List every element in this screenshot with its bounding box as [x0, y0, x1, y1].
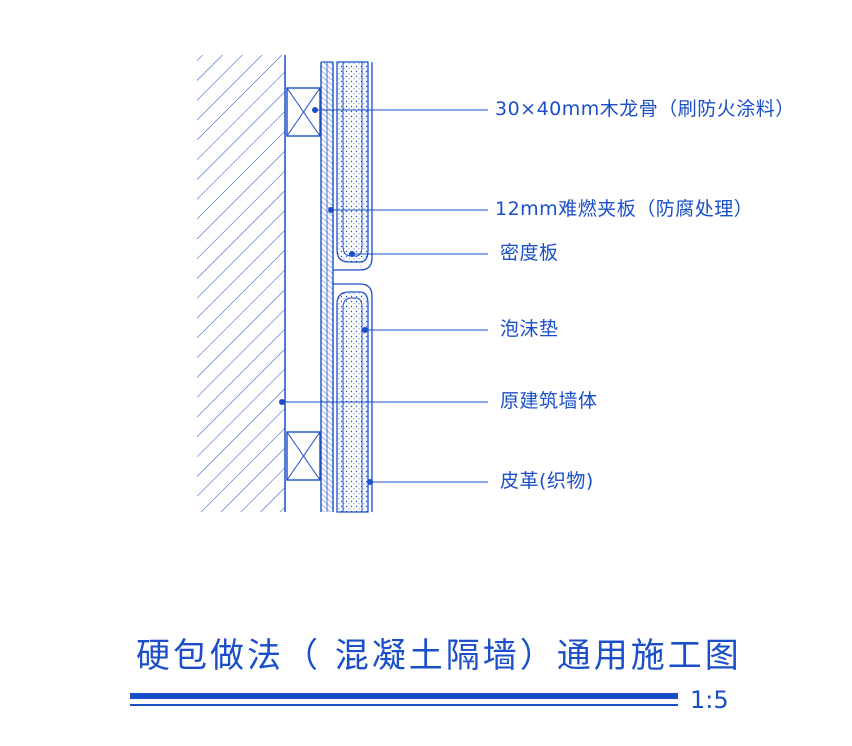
scale-label: 1:5	[690, 686, 729, 714]
label-wall: 原建筑墙体	[500, 390, 598, 412]
label-board: 12mm难燃夹板（防腐处理）	[495, 198, 754, 220]
label-foam: 泡沫垫	[500, 318, 559, 340]
leader-wall	[279, 399, 488, 405]
plywood-layer	[320, 61, 334, 512]
title-underline-thick	[130, 693, 678, 699]
leader-leather	[367, 479, 488, 485]
wood-keel-top	[286, 87, 321, 137]
leader-keel	[312, 107, 488, 113]
leader-board	[328, 207, 488, 213]
drawing-title: 硬包做法（ 混凝土隔墙）通用施工图	[136, 636, 742, 676]
wood-keel-bottom	[286, 431, 321, 481]
label-leather: 皮革(织物)	[500, 470, 594, 492]
upper-panel	[333, 61, 373, 271]
label-keel: 30×40mm木龙骨（刷防火涂料）	[495, 98, 795, 120]
original-wall	[197, 55, 286, 512]
title-underline-thin	[130, 704, 678, 706]
leader-density-board	[349, 251, 488, 257]
leader-foam	[362, 327, 488, 333]
label-density-board: 密度板	[500, 242, 559, 264]
lower-panel	[333, 283, 373, 513]
